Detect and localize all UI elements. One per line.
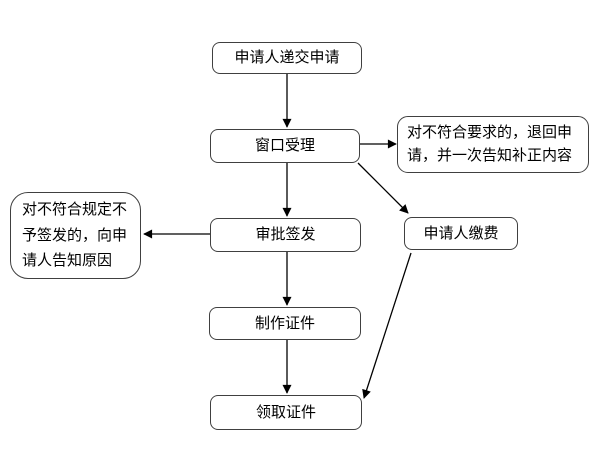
edge-pay-to-collect (362, 252, 412, 399)
node-applicant-pays-fee: 申请人缴费 (404, 217, 518, 250)
node-applicant-submits-application: 申请人递交申请 (212, 42, 362, 74)
node-produce-certificate: 制作证件 (209, 307, 361, 340)
node-rejection-reason-note: 对不符合规定不予签发的，向申请人告知原因 (10, 192, 141, 279)
node-window-acceptance: 窗口受理 (210, 129, 360, 163)
node-collect-certificate: 领取证件 (210, 395, 362, 430)
node-approval-and-issuance: 审批签发 (210, 218, 361, 252)
node-return-application-note: 对不符合要求的，退回申请，并一次告知补正内容 (397, 116, 589, 173)
